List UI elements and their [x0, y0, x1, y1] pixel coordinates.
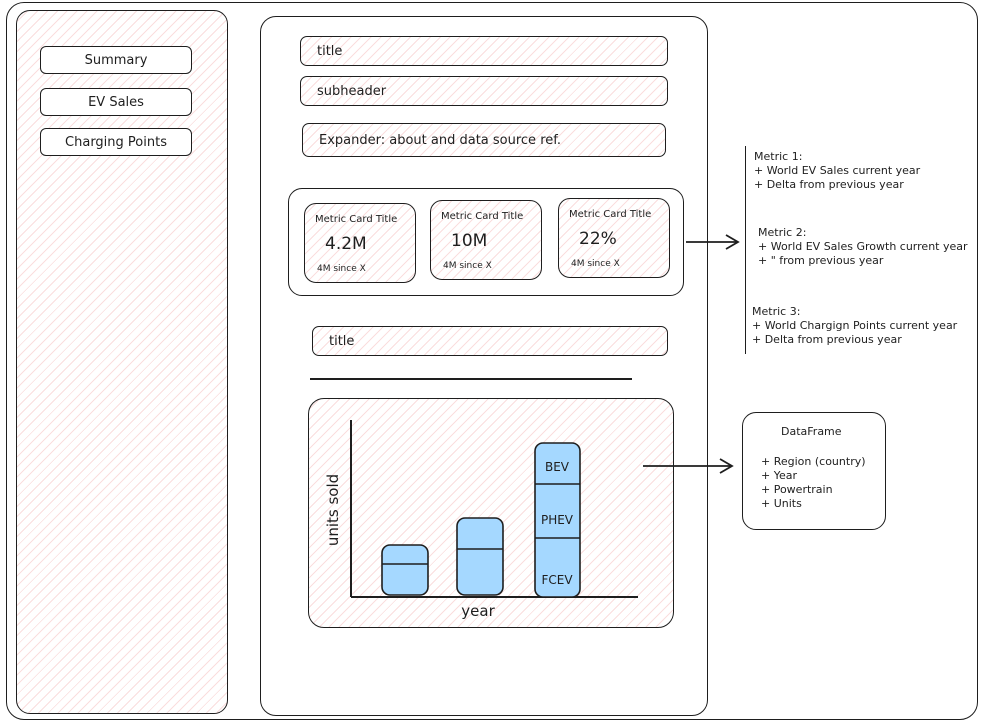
- metric-card-delta: 4M since X: [317, 264, 366, 274]
- chart-layer: FCEV PHEV BEV year units sold: [324, 420, 638, 620]
- metric-note-line: + Delta from previous year: [752, 333, 902, 346]
- dataframe-field: + Region (country): [761, 455, 866, 468]
- page-subheader-text: subheader: [317, 83, 387, 99]
- metric-card-title: Metric Card Title: [569, 209, 652, 220]
- x-axis-label: year: [461, 602, 495, 620]
- metric-note-line: + Delta from previous year: [754, 178, 904, 191]
- sidebar-item-charging-points[interactable]: Charging Points: [40, 128, 192, 156]
- page-title: title: [300, 36, 668, 66]
- metric-card-delta: 4M since X: [443, 261, 492, 271]
- dataframe-field: + Powertrain: [761, 483, 833, 496]
- metric-note: Metric 2: + World EV Sales Growth curren…: [758, 226, 968, 268]
- dataframe-note: DataFrame + Region (country) + Year + Po…: [742, 412, 886, 530]
- sidebar-item-label: Summary: [84, 52, 148, 68]
- app-frame: [6, 2, 978, 720]
- segment-label: BEV: [545, 460, 570, 474]
- metric-note: Metric 1: + World EV Sales current year …: [754, 150, 920, 192]
- segment-label: PHEV: [541, 513, 574, 527]
- metric-note: Metric 3: + World Chargign Points curren…: [752, 305, 957, 347]
- arrows-layer: [643, 234, 740, 474]
- y-axis-label: units sold: [324, 474, 342, 546]
- dataframe-fields: + Region (country) + Year + Powertrain +…: [761, 455, 866, 511]
- dataframe-field: + Year: [761, 469, 798, 482]
- segment-label: FCEV: [541, 573, 573, 587]
- dataframe-arrow-head: [719, 458, 734, 474]
- dataframe-title: DataFrame: [781, 425, 842, 438]
- section-divider: [310, 378, 632, 380]
- about-expander-label: Expander: about and data source ref.: [319, 132, 562, 148]
- main-panel: [260, 16, 708, 716]
- metric-note-line: + World EV Sales Growth current year: [758, 240, 968, 253]
- chart-bar: [456, 517, 504, 596]
- metric-note-line: + World Chargign Points current year: [752, 319, 958, 332]
- metrics-arrow-head: [725, 234, 740, 250]
- chart-bar: [534, 442, 581, 598]
- chart-bar: [381, 544, 429, 596]
- metric-card-delta: 4M since X: [571, 259, 620, 269]
- metric-note-heading: Metric 2:: [758, 226, 807, 239]
- annotation-bracket-line: [745, 146, 746, 354]
- metric-card-value: 10M: [451, 231, 488, 251]
- metric-note-heading: Metric 3:: [752, 305, 801, 318]
- sidebar: [16, 10, 228, 714]
- metric-card: Metric Card Title 10M 4M since X: [430, 200, 542, 280]
- section-title: title: [312, 326, 668, 356]
- sidebar-item-label: Charging Points: [65, 134, 167, 150]
- section-title-text: title: [329, 333, 355, 349]
- metric-card-title: Metric Card Title: [315, 214, 398, 225]
- metric-card-value: 22%: [579, 229, 617, 249]
- page-title-text: title: [317, 43, 343, 59]
- chart-container: [308, 398, 674, 628]
- metric-note-line: + " from previous year: [758, 254, 884, 267]
- about-expander[interactable]: Expander: about and data source ref.: [302, 123, 666, 157]
- metric-card-value: 4.2M: [325, 234, 367, 254]
- metric-card: Metric Card Title 22% 4M since X: [558, 198, 670, 278]
- sidebar-item-summary[interactable]: Summary: [40, 46, 192, 74]
- metric-card: Metric Card Title 4.2M 4M since X: [304, 203, 416, 283]
- dataframe-field: + Units: [761, 497, 802, 510]
- metric-note-line: + World EV Sales current year: [754, 164, 921, 177]
- sidebar-item-ev-sales[interactable]: EV Sales: [40, 88, 192, 116]
- metric-note-heading: Metric 1:: [754, 150, 803, 163]
- metric-card-title: Metric Card Title: [441, 211, 524, 222]
- sidebar-item-label: EV Sales: [88, 94, 144, 110]
- page-subheader: subheader: [300, 76, 668, 106]
